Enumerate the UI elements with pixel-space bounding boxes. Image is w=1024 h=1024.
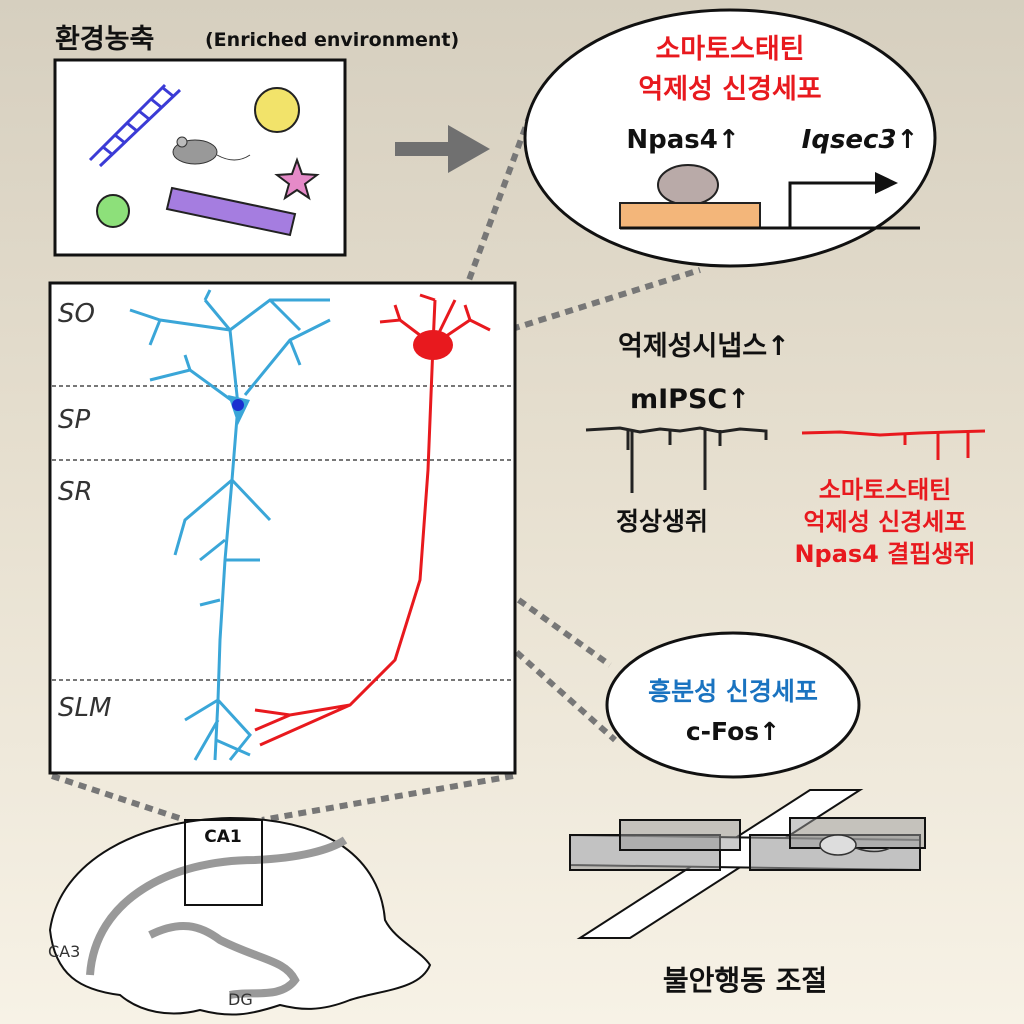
normal-mouse-label: 정상생쥐 bbox=[616, 507, 708, 536]
knockout-trace bbox=[801, 429, 986, 460]
interneuron bbox=[254, 293, 491, 747]
title-korean: 환경농축 bbox=[55, 24, 154, 55]
green-ball-icon bbox=[96, 194, 130, 228]
promoter-box bbox=[619, 202, 761, 229]
npas4-label: Npas4↑ bbox=[626, 125, 739, 155]
title-english: (Enriched environment) bbox=[205, 29, 459, 51]
transcription-arrow-icon bbox=[788, 181, 880, 228]
star-icon bbox=[274, 157, 320, 201]
ca1-label: CA1 bbox=[204, 827, 241, 847]
ko-label-3: Npas4 결핍생쥐 bbox=[794, 540, 975, 568]
ca1-neuron-panel: SO SP SR SLM bbox=[48, 281, 517, 775]
mipsc-label: mIPSC↑ bbox=[630, 384, 750, 415]
interneuron-soma bbox=[413, 330, 453, 360]
ladder-icon bbox=[88, 83, 182, 168]
normal-trace bbox=[585, 426, 768, 493]
excitatory-label: 흥분성 신경세포 bbox=[648, 677, 818, 706]
purple-block-icon bbox=[165, 186, 297, 237]
ko-label-1: 소마토스태틴 bbox=[819, 476, 951, 504]
layer-sr: SR bbox=[58, 477, 93, 507]
arrow-icon bbox=[395, 125, 490, 173]
ca1-box bbox=[184, 819, 263, 906]
enriched-environment-box bbox=[53, 58, 347, 257]
anxiety-behavior-label: 불안행동 조절 bbox=[663, 964, 827, 997]
somatostatin-ellipse: 소마토스태틴 억제성 신경세포 Npas4↑ Iqsec3↑ bbox=[523, 8, 937, 268]
elevated-plus-maze bbox=[569, 789, 926, 939]
mouse-icon bbox=[172, 136, 251, 165]
maze-mouse-icon bbox=[819, 834, 891, 856]
ko-label-2: 억제성 신경세포 bbox=[804, 508, 967, 536]
layer-so: SO bbox=[58, 299, 95, 329]
cfos-label: c-Fos↑ bbox=[686, 717, 780, 746]
inhibitory-synapse-label: 억제성시냅스↑ bbox=[618, 331, 790, 362]
ca3-label: CA3 bbox=[48, 942, 80, 961]
dg-label: DG bbox=[228, 990, 253, 1009]
yellow-ball-icon bbox=[254, 87, 300, 133]
layer-slm: SLM bbox=[58, 693, 111, 723]
layer-sp: SP bbox=[58, 405, 91, 435]
ellipse-title-1: 소마토스태틴 bbox=[655, 34, 804, 65]
protein-icon bbox=[657, 164, 719, 206]
pyramidal-neuron bbox=[129, 289, 331, 761]
pyramidal-soma bbox=[232, 399, 244, 411]
excitatory-ellipse: 흥분성 신경세포 c-Fos↑ bbox=[605, 631, 861, 779]
hippocampus-section: CA1 CA3 DG bbox=[48, 816, 432, 1016]
ellipse-title-2: 억제성 신경세포 bbox=[638, 74, 821, 105]
iqsec3-label: Iqsec3↑ bbox=[802, 125, 919, 155]
